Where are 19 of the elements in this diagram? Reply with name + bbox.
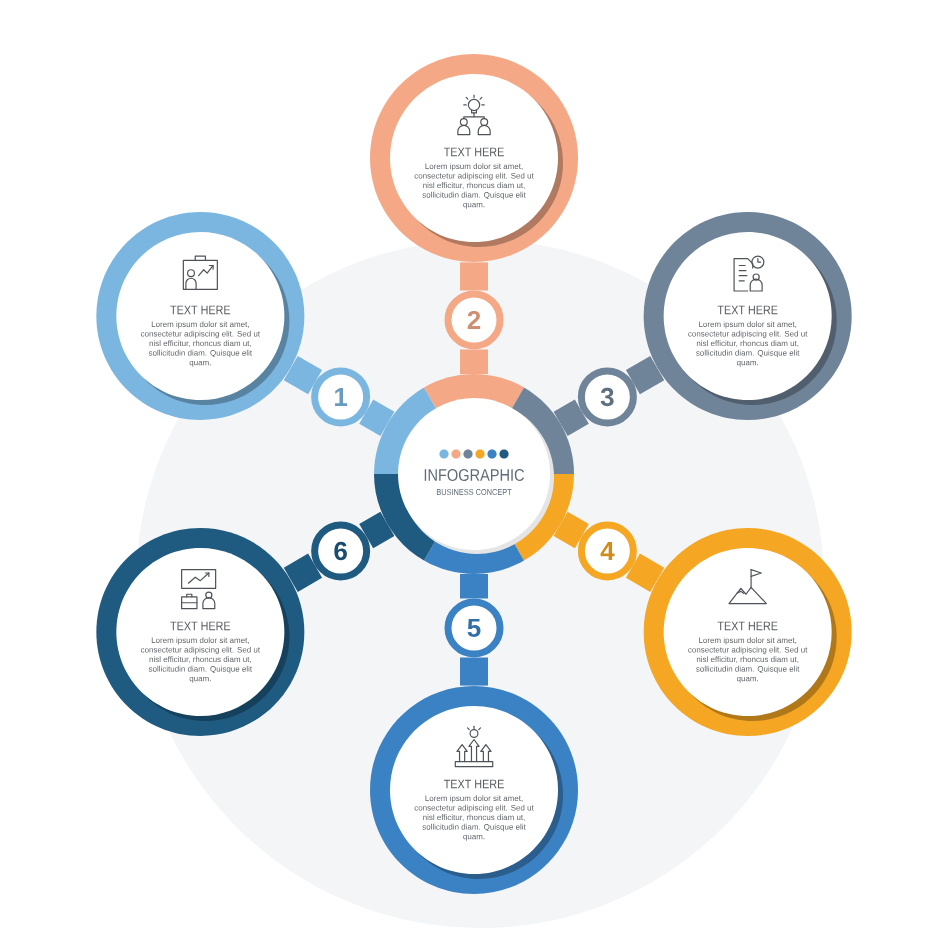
stem-connector — [283, 356, 323, 395]
number-badge: 1 — [311, 367, 371, 427]
number-badge: 2 — [444, 290, 504, 350]
stem-connector — [625, 553, 665, 592]
number-badge: 3 — [577, 367, 637, 427]
number-badge: 5 — [444, 598, 504, 658]
title-text: INFOGRAPHIC — [424, 469, 525, 481]
stem-connector — [359, 511, 395, 549]
number-badge: 6 — [311, 521, 371, 581]
stem-connector — [625, 356, 665, 395]
stem-connector — [460, 574, 488, 599]
stem-connector — [460, 349, 488, 374]
stem-connector — [283, 553, 323, 592]
stem-connector — [553, 511, 589, 549]
stem-connector — [553, 399, 589, 437]
stem-connector — [460, 657, 488, 686]
stem-connector — [359, 399, 395, 437]
number-badge: 4 — [577, 521, 637, 581]
stem-connector — [460, 262, 488, 291]
